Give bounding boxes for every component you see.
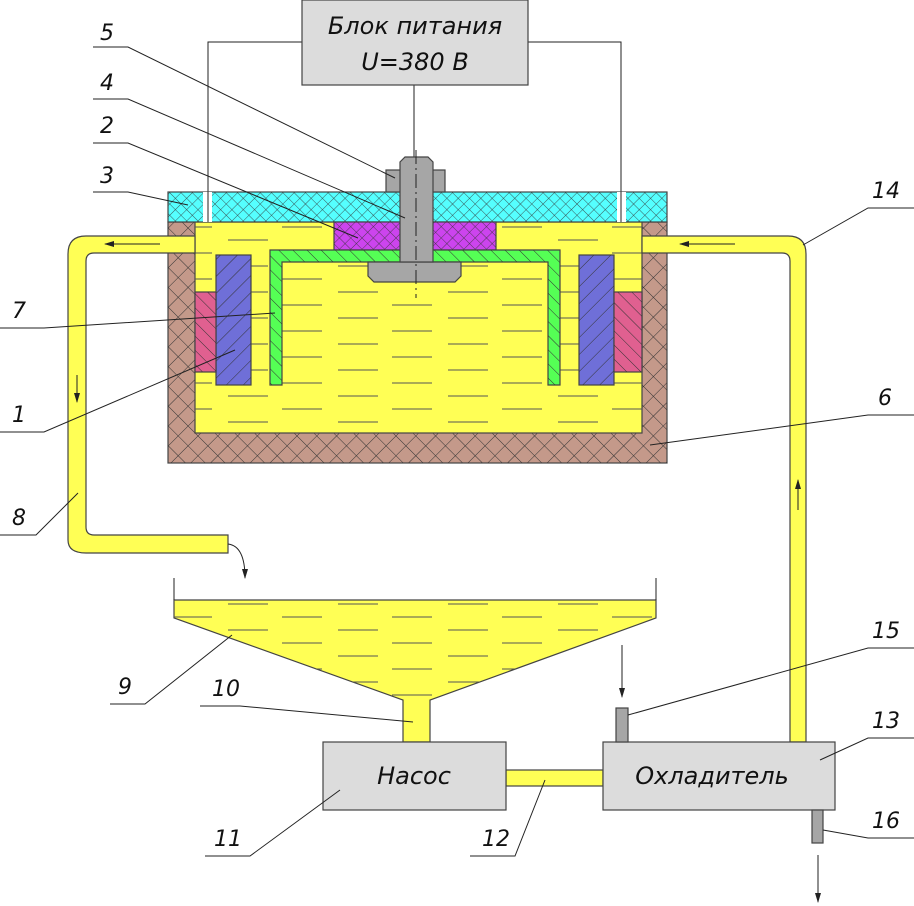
- pipe-8: [67, 235, 229, 554]
- pump-box: Насос: [322, 741, 507, 811]
- cooler-label: Охладитель: [635, 762, 789, 790]
- callout-8: 8: [12, 506, 26, 531]
- callout-2: 2: [100, 114, 114, 139]
- coolant-inlet-15: [615, 707, 629, 743]
- callout-11: 11: [214, 827, 242, 852]
- flow-arrows: [74, 241, 821, 903]
- power-supply-voltage: U=380 В: [361, 48, 469, 76]
- pipe-12: [505, 769, 604, 787]
- callouts: 5 4 2 3 7 1 8 6 14 15 13 16 9 10 11 12: [0, 21, 914, 857]
- cathode-cup-7: [269, 249, 561, 386]
- callout-14: 14: [872, 179, 900, 204]
- insulator-2: [333, 221, 497, 251]
- callout-7: 7: [12, 299, 26, 324]
- callout-5: 5: [100, 21, 114, 46]
- callout-1: 1: [12, 403, 26, 428]
- power-supply-box: Блок питания U=380 В: [301, 0, 529, 86]
- callout-15: 15: [872, 619, 900, 644]
- callout-9: 9: [118, 675, 132, 700]
- pump-label: Насос: [377, 762, 451, 790]
- coolant-outlet-16: [811, 809, 824, 844]
- callout-3: 3: [100, 164, 114, 189]
- collector-funnel-9: [173, 578, 657, 743]
- callout-6: 6: [878, 386, 892, 411]
- callout-12: 12: [482, 827, 510, 852]
- bolt-4: [367, 150, 462, 298]
- power-supply-title: Блок питания: [328, 12, 502, 40]
- callout-16: 16: [872, 809, 900, 834]
- callout-4: 4: [100, 71, 114, 96]
- callout-10: 10: [212, 677, 240, 702]
- callout-13: 13: [872, 709, 900, 734]
- cooler-box: Охладитель: [602, 707, 836, 844]
- electrodes-1: [194, 254, 643, 386]
